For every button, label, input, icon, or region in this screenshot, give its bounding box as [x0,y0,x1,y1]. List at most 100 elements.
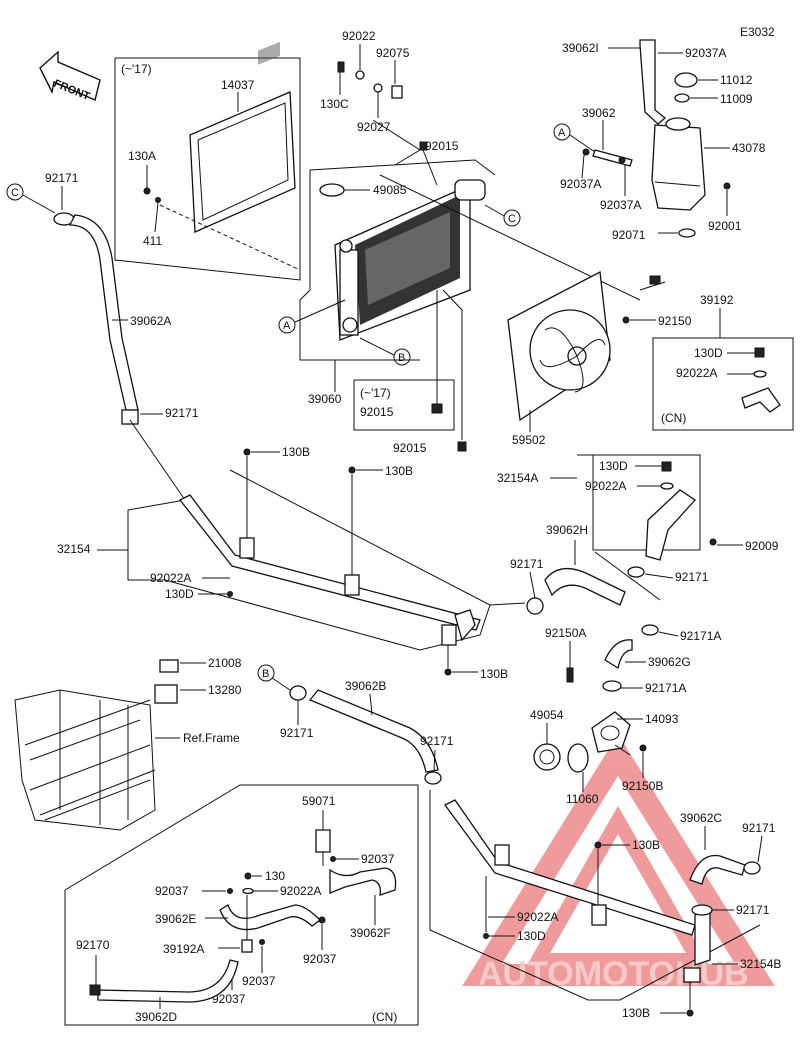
pipe-32154-group: 130B 130B 32154 92022A 130D 130B [57,419,544,681]
part-label-l-92022a-c: 92022A [280,884,321,898]
part-label-l-92150a: 92150A [545,626,586,640]
part-label-l-92171-d: 92171 [280,726,314,740]
reservoir-group: 39062I 92037A 11012 11009 43078 39062 A … [553,39,766,242]
part-label-l-130a: 130A [128,149,156,163]
diagram-code: E3032 [740,25,775,39]
part-label-l-92171-c: 92171 [675,570,709,584]
hose-39062A-group: C 92171 39062A 92171 [6,171,199,425]
part-label-l-39062c: 39062C [680,811,722,825]
part-label-l-92037-c: 92037 [303,952,337,966]
part-label-l-92037a-top: 92037A [685,46,726,60]
part-label-l-130c: 130C [320,97,349,111]
part-label-l-92150b: 92150B [622,779,663,793]
part-label-l-32154: 32154 [57,542,91,556]
part-label-l-92037a-low: 92037A [600,198,641,212]
part-label-l-39062g: 39062G [648,655,691,669]
front-arrow-icon: FRONT [39,50,101,103]
part-label-l-130d-a: 130D [165,587,194,601]
part-label-l-17box: (~'17) [121,62,152,76]
part-label-l-ref-frame: Ref.Frame [183,731,240,745]
part-label-l-14093: 14093 [645,712,679,726]
part-label-l-130: 130 [265,869,285,883]
part-label-l-c-right: C [508,213,516,225]
part-label-l-39062d: 39062D [135,1010,177,1024]
part-label-l-39060: 39060 [308,392,342,406]
part-label-l-92071: 92071 [612,228,646,242]
part-label-l-92022: 92022 [342,29,376,43]
part-label-l-39062: 39062 [582,106,616,120]
part-label-l-11012: 11012 [720,73,753,87]
frame-ref-group: 21008 13280 Ref.Frame B 92171 39062B 921… [14,656,454,831]
part-label-l-49054: 49054 [530,708,564,722]
cn-box-39192: 39192 130D 92022A (CN) [652,293,794,431]
part-label-l-92170: 92170 [76,938,110,952]
part-label-l-11009: 11009 [720,92,753,106]
part-label-l-92009: 92009 [745,539,779,553]
part-label-l-32154b: 32154B [740,957,781,971]
part-label-l-92171a-b: 92171A [645,681,686,695]
part-label-l-11060: 11060 [566,792,599,806]
part-label-l-92015-top: 92015 [425,139,459,153]
part-label-l-92022a-b: 92022A [585,479,626,493]
part-label-l-39062f: 39062F [350,926,391,940]
part-label-l-92171-top: 92171 [45,171,79,185]
part-label-l-43078: 43078 [732,141,766,155]
part-label-l-39192a: 39192A [163,942,204,956]
part-label-l-411: 411 [143,234,162,248]
part-label-l-13280: 13280 [208,683,242,697]
part-label-l-92075: 92075 [376,46,410,60]
part-label-l-92022a-cn: 92022A [676,366,717,380]
part-label-l-92171-b: 92171 [510,557,544,571]
part-label-l-21008: 21008 [208,656,242,670]
part-label-l-92171-f: 92171 [742,821,776,835]
part-label-l-390621: 39062I [562,41,599,55]
part-label-l-92171-g: 92171 [736,903,770,917]
part-label-l-c-left: C [11,187,19,199]
part-label-l-59502: 59502 [512,433,546,447]
part-label-l-39062b: 39062B [345,679,386,693]
part-label-l-39062h: 39062H [546,523,588,537]
part-label-l-130d-cn: 130D [694,346,723,360]
part-label-l-17box2: (~'17) [360,386,391,400]
part-label-l-130b-c: 130B [480,667,508,681]
part-label-l-130b-b: 130B [385,464,413,478]
part-label-l-92037-b: 92037 [155,884,189,898]
part-label-l-59071: 59071 [302,794,336,808]
part-label-l-a-right: A [558,127,566,139]
part-label-l-39192: 39192 [700,293,734,307]
part-label-l-92027: 92027 [357,120,391,134]
part-label-l-cn-right: (CN) [661,411,686,425]
part-label-l-92037-e: 92037 [212,992,246,1006]
pipe-32154A-group: 130D 32154A 92022A 92009 39062H 92171 92… [497,454,779,806]
part-label-l-39062e: 39062E [155,912,196,926]
part-label-l-92171-e: 92171 [420,734,454,748]
part-label-l-b-rad: B [398,352,405,364]
part-label-l-92015-box: 92015 [360,405,394,419]
cap-bolts-group: 92022 92075 130C 92027 [320,29,421,166]
part-label-l-14037: 14037 [221,78,255,92]
part-label-l-130d-c: 130D [517,929,546,943]
part-label-l-92022a-a: 92022A [150,571,191,585]
pipe-32154B-group: 130B 39062C 92171 92171 92022A 130D 3215… [429,790,781,1020]
part-label-l-92037-d: 92037 [242,974,276,988]
part-label-l-130d-b: 130D [599,459,628,473]
cn-box-lower: 59071 92037 130 92037 92022A 39062E 3906… [64,784,419,1026]
part-label-l-92037a-mid: 92037A [560,177,601,191]
part-label-l-49085: 49085 [373,183,407,197]
part-label-l-cn-low: (CN) [372,1010,397,1024]
part-label-l-92150: 92150 [658,314,692,328]
part-label-l-130b-d: 130B [632,838,660,852]
fan-assembly: 59502 92150 [507,270,692,447]
part-label-l-130b-e: 130B [622,1006,650,1020]
part-label-l-39062a: 39062A [130,314,171,328]
part-label-l-32154a: 32154A [497,471,538,485]
part-label-l-92001: 92001 [708,219,742,233]
grille-mesh [258,41,280,65]
radiator: 92015 49085 C A B 39060 (~'17) 92015 920… [278,139,641,455]
part-label-l-92171a-a: 92171A [680,629,721,643]
part-label-l-a-left: A [283,320,291,332]
panel-grille-box: (~'17) 14037 130A 411 [114,41,301,281]
part-label-l-130b-a: 130B [282,445,310,459]
